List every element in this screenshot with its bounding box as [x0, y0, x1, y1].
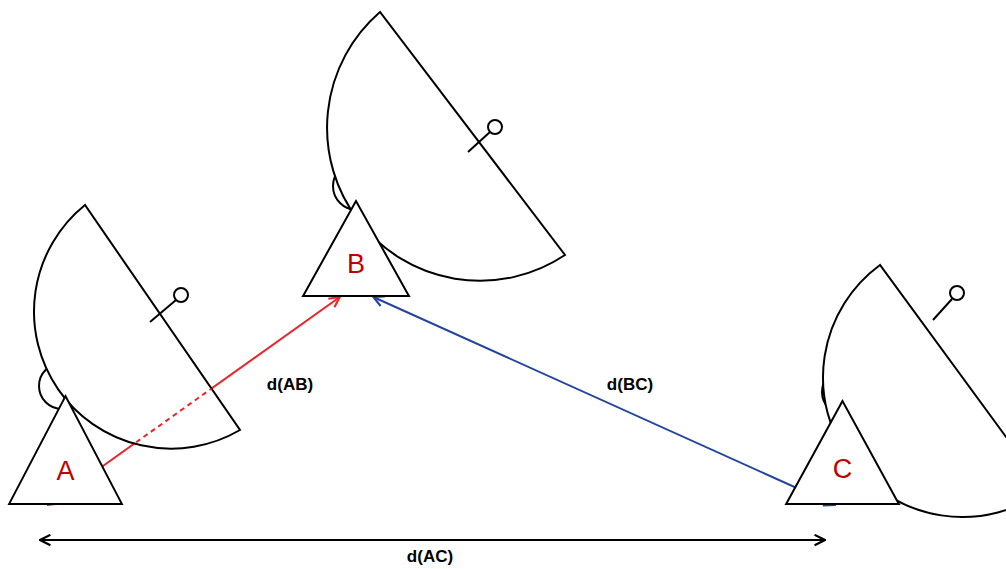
antenna-base: B [302, 200, 410, 297]
distance-label: d(AB) [265, 375, 315, 395]
dish-reflector [823, 265, 1006, 517]
station-letter: A [56, 458, 74, 485]
station-letter: B [347, 251, 365, 278]
feed-horn [488, 120, 502, 134]
triangle-outline [785, 400, 900, 505]
antenna-base: C [785, 400, 900, 505]
triangle-outline [302, 200, 410, 297]
feed-horn [174, 288, 188, 302]
distance-arrow [40, 539, 825, 541]
antenna-base: A [8, 395, 123, 505]
station-letter: C [833, 456, 853, 483]
distance-arrow [373, 297, 834, 505]
distance-label: d(BC) [605, 375, 655, 395]
triangle-outline [8, 395, 123, 505]
distance-label: d(AC) [405, 547, 455, 567]
feed-arm [150, 300, 176, 322]
feed-arm [933, 299, 952, 320]
feed-arm [468, 132, 490, 152]
feed-horn [950, 286, 964, 300]
